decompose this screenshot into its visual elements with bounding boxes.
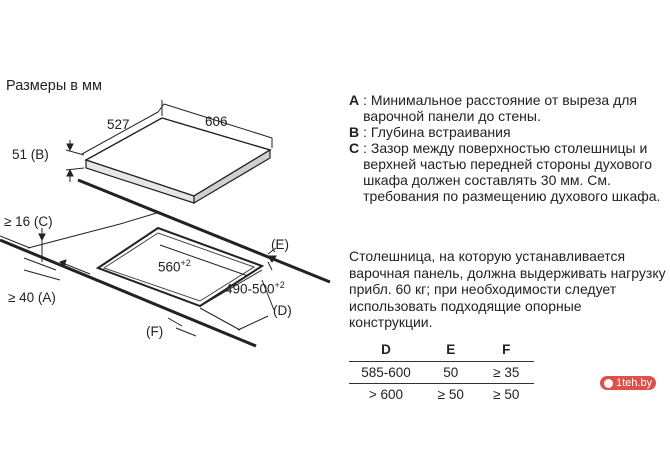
table-cell: 50: [423, 361, 479, 384]
note-c: C : Зазор между поверхностью столешницы …: [349, 140, 665, 204]
watermark-badge: 1teh.by: [600, 376, 657, 390]
installation-diagram: [0, 100, 331, 348]
table-cell: ≥ 35: [478, 361, 534, 384]
label-e: (E): [271, 237, 289, 252]
dim-490-500-label: 490-500+2: [225, 280, 285, 297]
watermark-dot-icon: [604, 379, 613, 388]
dim-16-c-label: ≥ 16 (C): [4, 214, 53, 229]
hob-side-right: [193, 148, 271, 205]
table-row: > 600 ≥ 50 ≥ 50: [349, 383, 534, 405]
load-note: Столешница, на которую устанавливается в…: [349, 248, 666, 330]
cutout: [95, 226, 265, 308]
note-text: : Зазор между поверхностью столешницы и …: [363, 140, 661, 204]
table-cell: 585-600: [349, 361, 423, 384]
table-cell: ≥ 50: [423, 383, 479, 405]
note-key: B: [349, 124, 360, 140]
note-key: A: [349, 92, 360, 108]
column-header-e: E: [446, 342, 456, 357]
worktop-edge-lower: [0, 238, 257, 348]
dim-560-label: 560+2: [158, 258, 191, 275]
table-cell: > 600: [349, 383, 423, 405]
page-title: Размеры в мм: [6, 78, 102, 94]
column-header-d: D: [381, 342, 391, 357]
note-a: A : Минимальное расстояние от выреза для…: [349, 92, 665, 124]
dim-51-b-label: 51 (B): [12, 147, 49, 162]
table-header-row: D E F: [349, 340, 534, 362]
clearance-table: D E F 585-600 50 ≥ 35 > 600 ≥ 50 ≥ 50: [349, 340, 534, 405]
note-text: : Минимальное расстояние от выреза для в…: [363, 92, 637, 124]
table-cell: ≥ 50: [478, 383, 534, 405]
label-f: (F): [146, 324, 164, 339]
worktop-edge-upper: [77, 178, 331, 284]
table-row: 585-600 50 ≥ 35: [349, 361, 534, 384]
watermark-text: 1teh.by: [616, 377, 653, 389]
note-text: : Глубина встраивания: [363, 124, 511, 140]
dim-606-label: 606: [205, 114, 228, 129]
label-d: (D): [273, 303, 292, 318]
column-header-f: F: [502, 342, 511, 357]
note-key: C: [349, 140, 360, 156]
notes-list: A : Минимальное расстояние от выреза для…: [349, 92, 665, 204]
dim-527-label: 527: [107, 117, 130, 132]
note-b: B : Глубина встраивания: [349, 124, 665, 140]
dim-40-a-label: ≥ 40 (A): [8, 290, 56, 305]
